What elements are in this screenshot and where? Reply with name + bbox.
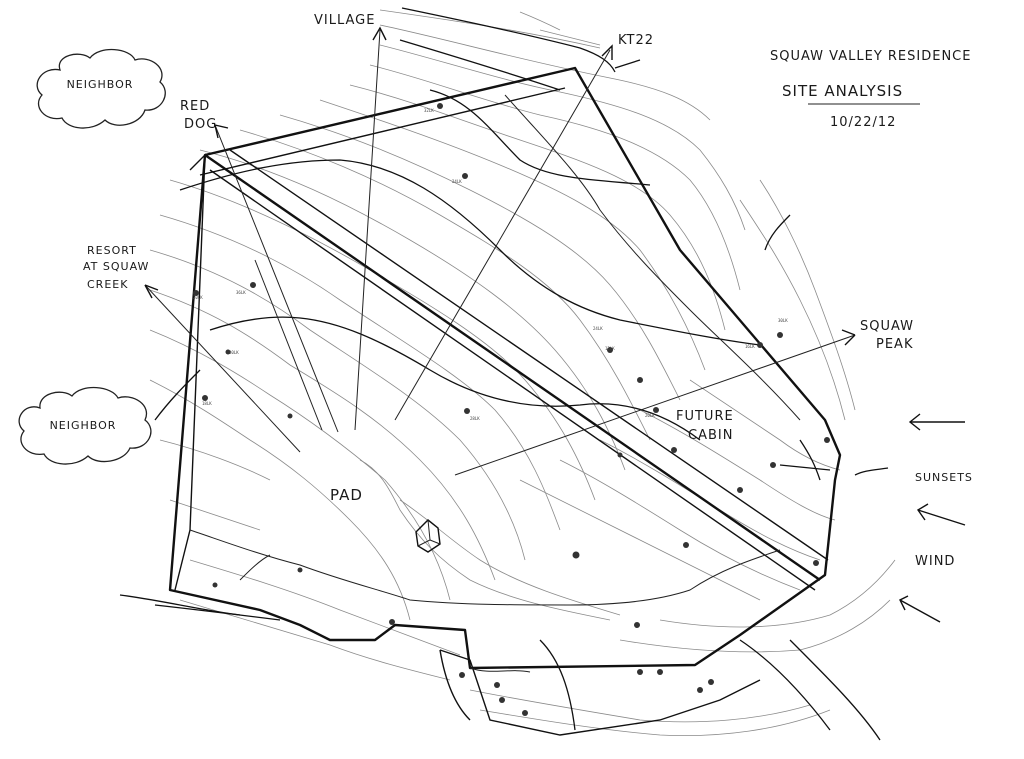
village-label: VILLAGE [314, 13, 375, 28]
neighbor-cloud-left: NEIGHBOR [18, 386, 152, 465]
tree-tag: 32LK [424, 108, 434, 113]
resort-label-3: CREEK [87, 278, 128, 291]
site-labels: VILLAGE KT22 RED DOG RESORT AT SQUAW CRE… [83, 13, 973, 569]
tree-tag: 20LK [193, 295, 203, 300]
view-lines [144, 26, 856, 476]
squaw-peak-label: SQUAW [860, 319, 914, 334]
tree-tag: 30LK [778, 318, 788, 323]
tree-markers [193, 103, 830, 716]
sunsets-label: SUNSETS [915, 471, 973, 484]
tree-tag: 24LK [452, 179, 462, 184]
future-cabin-label-2: CABIN [688, 428, 733, 443]
property-boundary [168, 66, 842, 736]
neighbor-cloud-top: NEIGHBOR [36, 48, 166, 129]
resort-label: RESORT [87, 244, 137, 257]
boulder-symbol [415, 519, 441, 553]
resort-label-2: AT SQUAW [83, 260, 149, 273]
project-title: SQUAW VALLEY RESIDENCE [770, 49, 971, 64]
tree-tag: 28LK [470, 416, 480, 421]
squaw-peak-label-2: PEAK [876, 337, 913, 352]
drawing-subtitle: SITE ANALYSIS [782, 82, 903, 100]
tree-tags: 32LK 24LK 36LK 20LK 18LK 30LK 28LK 24LK … [193, 108, 788, 421]
neighbor-label: NEIGHBOR [67, 78, 134, 91]
contour-lines [149, 9, 896, 737]
tree-tag: 16LK [745, 344, 755, 349]
wind-label: WIND [915, 554, 955, 569]
tree-tag: 36LK [236, 290, 246, 295]
future-cabin-label: FUTURE [676, 409, 734, 424]
drawing-date: 10/22/12 [830, 115, 896, 130]
tree-tag: 18LK [202, 401, 212, 406]
neighbor-label: NEIGHBOR [50, 419, 117, 432]
red-dog-label-2: DOG [184, 117, 217, 132]
kt22-label: KT22 [618, 33, 654, 48]
red-dog-label: RED [180, 99, 210, 114]
tree-tag: 12LK [605, 346, 615, 351]
title-block: SQUAW VALLEY RESIDENCE SITE ANALYSIS 10/… [770, 49, 971, 130]
pad-label: PAD [330, 486, 363, 504]
environment-arrows [899, 413, 966, 623]
dark-contours [119, 7, 889, 741]
tree-tag: 24LK [593, 326, 603, 331]
tree-tag: 30LK [229, 350, 239, 355]
tree-tag: 20LK [645, 413, 655, 418]
